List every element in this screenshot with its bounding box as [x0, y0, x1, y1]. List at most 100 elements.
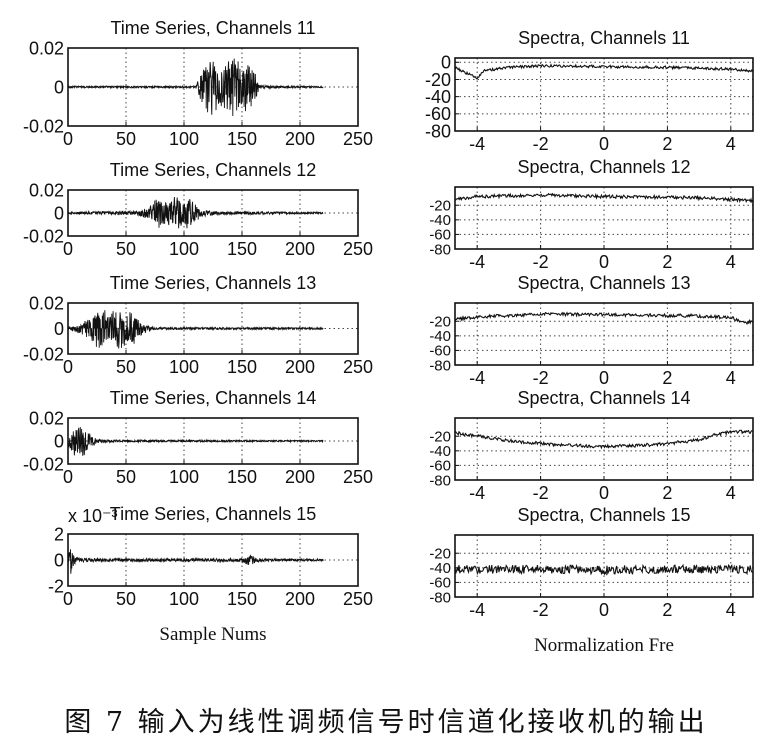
x-tick-label: 0 [599, 483, 609, 503]
y-tick-label: -20 [429, 428, 451, 445]
y-tick-label: -20 [429, 313, 451, 330]
grid-lines [68, 48, 358, 126]
y-tick-label: -0.02 [23, 344, 64, 364]
x-tick-label: 50 [116, 129, 136, 149]
x-tick-label: 200 [285, 467, 315, 487]
x-tick-label: 4 [726, 134, 736, 154]
y-tick-label: -2 [48, 576, 64, 596]
series-line [454, 311, 753, 326]
y-tick-label: 0.02 [29, 38, 64, 58]
y-tick-label: -0.02 [23, 116, 64, 136]
x-tick-label: 2 [662, 134, 672, 154]
figure-caption: 图 7 输入为线性调频信号时信道化接收机的输出 [64, 707, 708, 738]
y-tick-label: 0 [54, 319, 64, 339]
y-tick-label: -0.02 [23, 454, 64, 474]
subplot-title: Spectra, Channels 11 [518, 28, 690, 48]
x-tick-label: 50 [116, 357, 136, 377]
x-tick-label: -2 [533, 483, 549, 503]
series-line [67, 58, 324, 117]
x-axis-label: Sample Nums [159, 624, 266, 645]
y-tick-label: -20 [429, 545, 451, 562]
x-tick-label: 200 [285, 129, 315, 149]
x-tick-label: 150 [227, 589, 257, 609]
x-tick-label: 250 [343, 357, 373, 377]
y-tick-label: 0 [54, 77, 64, 97]
x-tick-label: 2 [662, 368, 672, 388]
y-tick-label: -40 [425, 87, 451, 107]
y-tick-label: 0.02 [29, 293, 64, 313]
y-tick-label: -60 [425, 104, 451, 124]
grid-lines [455, 418, 753, 480]
x-tick-label: 250 [343, 467, 373, 487]
y-tick-label: 0 [54, 431, 64, 451]
y-tick-label: -80 [429, 589, 451, 606]
x-tick-label: 0 [599, 252, 609, 272]
x-tick-label: 100 [169, 129, 199, 149]
x-tick-label: 250 [343, 239, 373, 259]
x-tick-label: 150 [227, 467, 257, 487]
x-tick-label: 0 [63, 129, 73, 149]
y-tick-label: -80 [429, 357, 451, 374]
x-tick-label: 150 [227, 357, 257, 377]
y-tick-label: -20 [425, 70, 451, 90]
y-tick-label: -60 [429, 343, 451, 360]
subplot-title: Spectra, Channels 12 [517, 157, 690, 177]
y-tick-label: -80 [429, 241, 451, 258]
y-tick-label: 0 [441, 53, 451, 73]
x-tick-label: 0 [599, 600, 609, 620]
x-tick-label: 2 [662, 252, 672, 272]
y-tick-label: -0.02 [23, 226, 64, 246]
x-tick-label: 250 [343, 589, 373, 609]
x-tick-label: 100 [169, 239, 199, 259]
y-tick-label: -60 [429, 458, 451, 475]
y-tick-label: 0.02 [29, 408, 64, 428]
y-tick-label: -40 [429, 560, 451, 577]
y-tick-label: 0 [54, 550, 64, 570]
x-tick-label: 50 [116, 467, 136, 487]
x-tick-label: 50 [116, 239, 136, 259]
x-tick-label: 0 [599, 134, 609, 154]
y-tick-label: 2 [54, 524, 64, 544]
y-tick-label: -20 [429, 197, 451, 214]
x-axis-label: Normalization Fre [534, 635, 674, 656]
y-tick-label: -40 [429, 212, 451, 229]
series-line [67, 549, 324, 574]
x-tick-label: 150 [227, 129, 257, 149]
x-tick-label: 4 [726, 600, 736, 620]
x-tick-label: -4 [469, 600, 485, 620]
x-tick-label: 0 [63, 357, 73, 377]
x-tick-label: 100 [169, 589, 199, 609]
y-tick-label: -40 [429, 443, 451, 460]
series-line [454, 63, 754, 80]
y-tick-label: -80 [425, 121, 451, 141]
subplot-title: Time Series, Channels 15 [110, 504, 316, 524]
x-tick-label: 2 [662, 600, 672, 620]
x-tick-label: -4 [469, 368, 485, 388]
x-tick-label: 50 [116, 589, 136, 609]
x-tick-label: 4 [726, 368, 736, 388]
x-tick-label: 4 [726, 483, 736, 503]
series-line [67, 310, 324, 349]
x-tick-label: 200 [285, 589, 315, 609]
x-tick-label: -2 [533, 368, 549, 388]
grid-lines [455, 187, 753, 249]
x-tick-label: 0 [63, 589, 73, 609]
x-tick-label: -4 [469, 252, 485, 272]
subplot-title: Spectra, Channels 15 [517, 505, 690, 525]
subplot-title: Time Series, Channels 14 [110, 388, 316, 408]
y-tick-label: -60 [429, 227, 451, 244]
grid-lines [455, 58, 753, 131]
x-tick-label: 250 [343, 129, 373, 149]
y-tick-label: -40 [429, 328, 451, 345]
x-tick-label: -2 [533, 600, 549, 620]
